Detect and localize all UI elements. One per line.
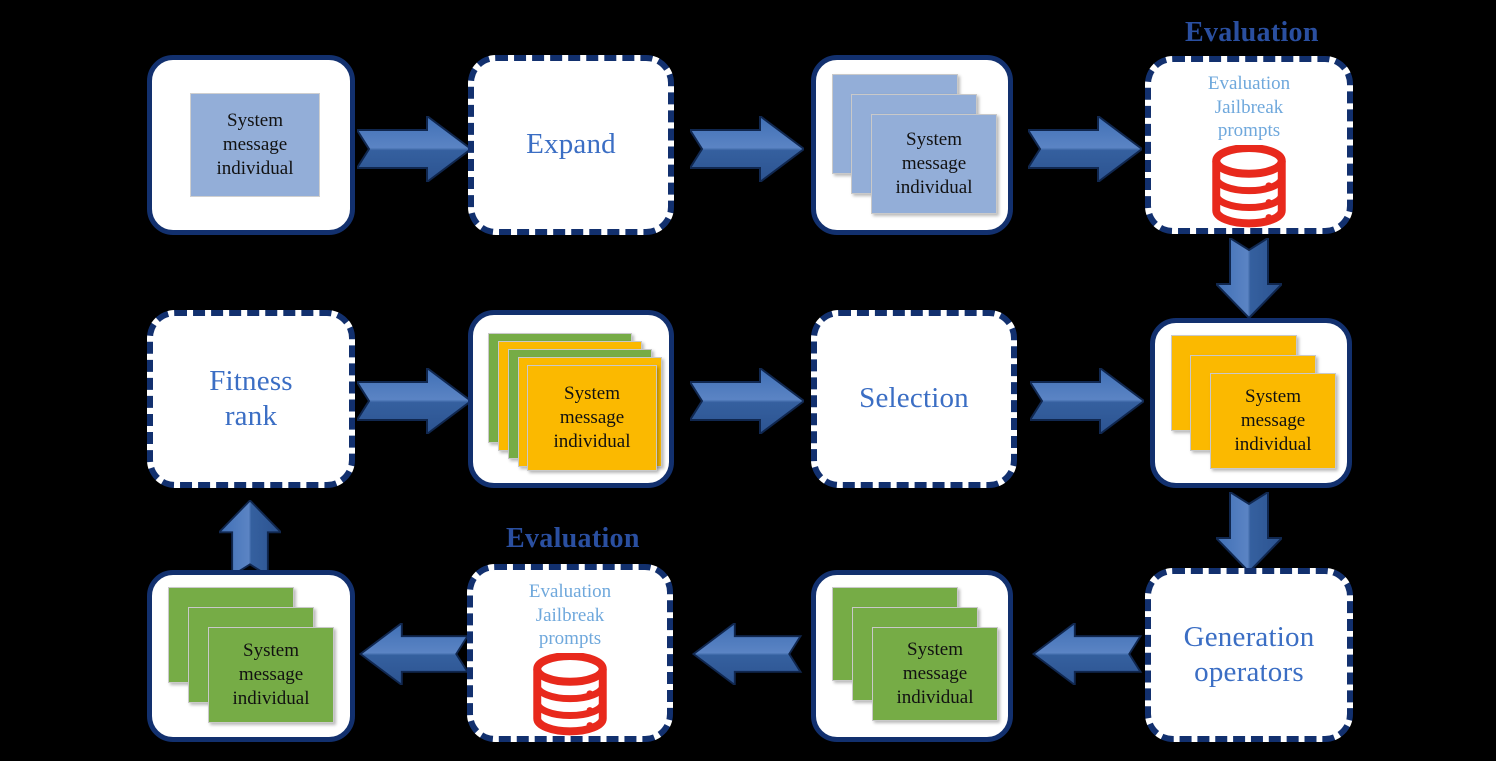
evaluated-offspring-box[interactable]: System message individual — [147, 570, 355, 742]
selection-label: Selection — [859, 382, 969, 415]
evaluation-db-label: Evaluation Jailbreak prompts — [1207, 73, 1291, 142]
arrow-ranked-to-fitness — [357, 368, 471, 434]
expand-box[interactable]: Expand — [468, 55, 674, 235]
arrow-evaluated-to-fitness — [219, 500, 281, 576]
offspring-population-box[interactable]: System message individual — [811, 570, 1013, 742]
card-stack: System message individual — [473, 315, 679, 493]
arrow-expand-to-expanded — [690, 116, 804, 182]
card-layer-1: System message individual — [1210, 373, 1336, 469]
fitness-rank-box[interactable]: Fitness rank — [147, 310, 355, 488]
selected-population-box[interactable]: System message individual — [1150, 318, 1352, 488]
card-stack: System message individual — [1155, 323, 1357, 493]
fitness-rank-label: Fitness rank — [209, 364, 293, 432]
card-label: System message individual — [895, 129, 973, 198]
ranked-population-box[interactable]: System message individual — [468, 310, 674, 488]
expand-label: Expand — [526, 128, 616, 161]
card-label: System message individual — [896, 639, 974, 708]
database-icon — [533, 652, 607, 736]
card-label: System message individual — [1234, 386, 1312, 455]
evaluation-box-top[interactable]: Evaluation Jailbreak prompts — [1145, 56, 1353, 234]
card-layer-1: System message individual — [871, 114, 997, 214]
arrow-initial-to-expand — [357, 116, 471, 182]
card-layer-1: System message individual — [872, 627, 998, 721]
card-label: System message individual — [553, 383, 631, 452]
arrow-selected-to-generation — [1216, 492, 1282, 572]
database-icon — [1212, 144, 1286, 228]
selection-box[interactable]: Selection — [811, 310, 1017, 488]
generation-operators-label: Generation operators — [1183, 620, 1315, 688]
arrow-selection-to-ranked — [690, 368, 804, 434]
initial-individual-box[interactable]: System message individual — [147, 55, 355, 235]
caption-evaluation-bottom: Evaluation — [506, 523, 640, 554]
card-label: System message individual — [232, 640, 310, 709]
arrow-generation-to-offspring — [1031, 623, 1143, 685]
card-layer-1: System message individual — [208, 627, 334, 723]
arrow-evaluation-to-selected — [1216, 238, 1282, 318]
generation-operators-box[interactable]: Generation operators — [1145, 568, 1353, 742]
caption-evaluation-top: Evaluation — [1185, 17, 1319, 48]
arrow-expanded-to-evaluation — [1028, 116, 1142, 182]
card-stack: System message individual — [152, 575, 360, 747]
evaluation-box-bottom[interactable]: Evaluation Jailbreak prompts — [467, 564, 673, 742]
expanded-population-box[interactable]: System message individual — [811, 55, 1013, 235]
evaluation-db-label: Evaluation Jailbreak prompts — [528, 581, 612, 650]
arrow-evaluation-to-evaluated — [358, 623, 470, 685]
card-stack: System message individual — [816, 575, 1018, 747]
arrow-offspring-to-evaluation — [691, 623, 803, 685]
system-message-card: System message individual — [190, 93, 320, 197]
arrow-selected-to-selection — [1030, 368, 1144, 434]
card-layer-1: System message individual — [527, 365, 657, 471]
card-stack: System message individual — [816, 60, 1018, 240]
